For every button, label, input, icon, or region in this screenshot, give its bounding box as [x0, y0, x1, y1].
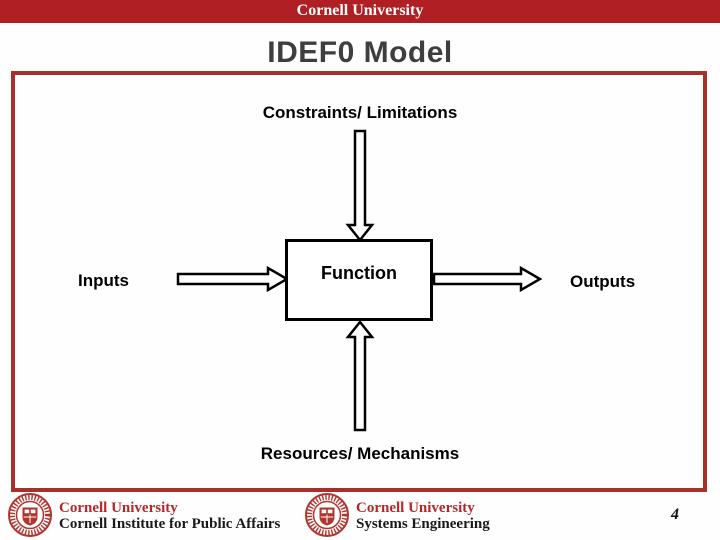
footer-right-unit: Systems Engineering	[356, 516, 490, 532]
footer-right-text: Cornell University Systems Engineering	[356, 498, 490, 532]
footer-left-text: Cornell University Cornell Institute for…	[59, 498, 280, 532]
footer-left-unit: Cornell Institute for Public Affairs	[59, 516, 281, 532]
function-label: Function	[321, 263, 397, 283]
banner-title: Cornell University	[296, 2, 424, 19]
footer-left-org: Cornell University	[59, 500, 178, 516]
page-number: 4	[671, 506, 679, 523]
inputs-label: Inputs	[78, 271, 129, 290]
cornell-seal-icon	[8, 493, 52, 537]
content-frame	[11, 71, 707, 492]
slide-title: IDEF0 Model	[267, 36, 453, 69]
footer-right-logo-group: Cornell University Systems Engineering	[304, 492, 490, 538]
constraints-label: Constraints/ Limitations	[262, 103, 458, 122]
outputs-label: Outputs	[570, 272, 636, 291]
footer-right-org: Cornell University	[356, 500, 475, 516]
function-box: Function	[285, 239, 433, 321]
resources-label: Resources/ Mechanisms	[260, 444, 460, 463]
header-banner: Cornell University	[0, 0, 720, 23]
cornell-seal-icon	[305, 493, 349, 537]
footer-left-logo-group: Cornell University Cornell Institute for…	[7, 492, 280, 538]
